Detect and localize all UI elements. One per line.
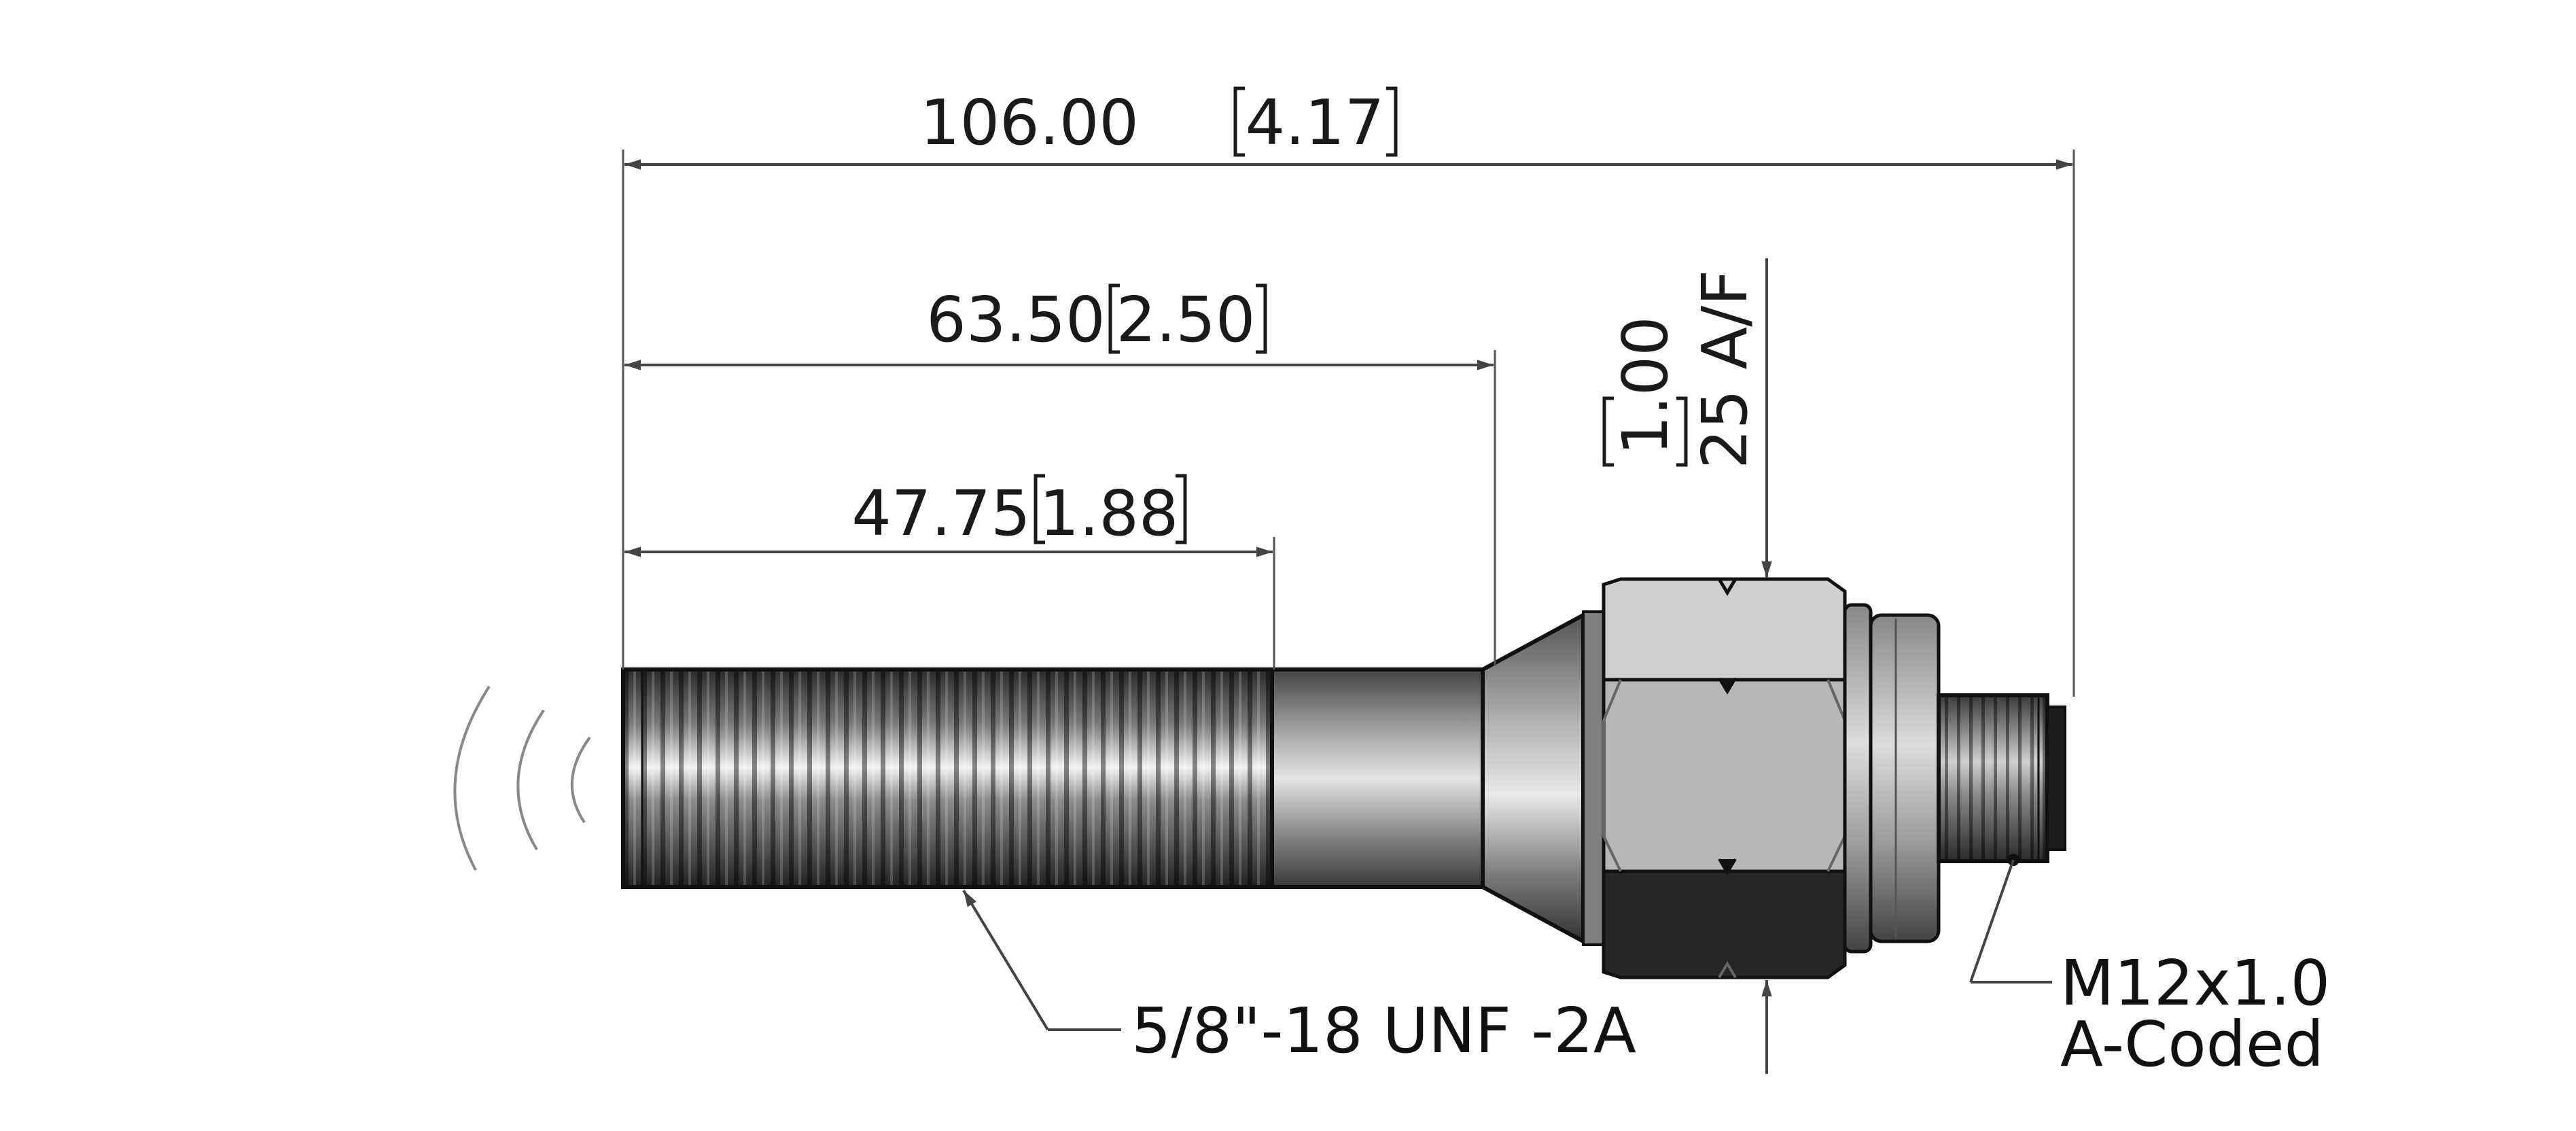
sensing-field-icon [453, 685, 591, 871]
dimension-thread-length: 47.75 1.88 [624, 474, 1273, 557]
dimension-overall-length: 106.00 4.17 [624, 86, 2072, 170]
hex-front-length-mm: 63.50 [926, 283, 1105, 356]
connector-coding-label: A-Coded [2060, 1008, 2324, 1081]
sealing-rings [1843, 603, 1941, 954]
thread-length-inch: 1.88 [1040, 477, 1179, 550]
overall-length-inch: 4.17 [1246, 86, 1385, 159]
hex-nut [1582, 577, 1847, 979]
dimension-hex-across-flats: 25 A/F 1.00 [1602, 258, 1772, 1074]
dimension-hex-front-length: 63.50 2.50 [624, 283, 1494, 370]
connector-thread [1937, 693, 2066, 863]
plain-shaft [1270, 667, 1485, 889]
hex-front-length-inch: 2.50 [1116, 283, 1256, 356]
threaded-body [621, 667, 1274, 889]
extension-lines [622, 150, 2075, 697]
connector-callout: M12x1.0 A-Coded [1969, 854, 2330, 1081]
hex-across-flats-inch: 1.00 [1609, 316, 1682, 455]
thread-spec-callout: 5/8"-18 UNF -2A [962, 889, 1636, 1067]
thread-length-mm: 47.75 [851, 477, 1030, 550]
tapered-cone [1481, 611, 1585, 945]
overall-length-mm: 106.00 [920, 86, 1139, 159]
hex-across-flats-mm: 25 A/F [1689, 270, 1761, 469]
connector-spec-label: M12x1.0 [2060, 947, 2330, 1020]
thread-spec-label: 5/8"-18 UNF -2A [1131, 994, 1636, 1067]
